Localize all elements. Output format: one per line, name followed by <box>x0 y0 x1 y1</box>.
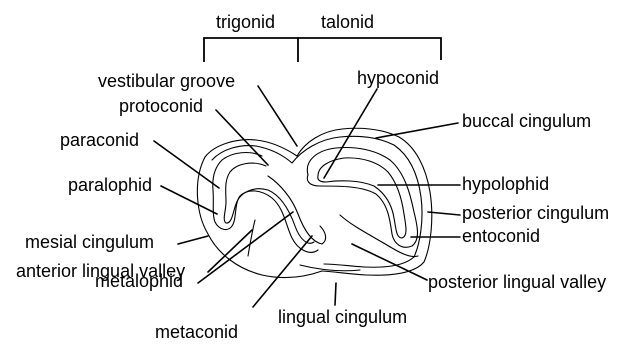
paralophid-inner <box>224 163 314 243</box>
hypolophid-inner <box>318 158 406 238</box>
mesial-cingulum-leader <box>178 236 208 244</box>
metalophid-leader <box>198 212 293 283</box>
trigonid-label: trigonid <box>216 12 275 32</box>
metaconid-leader <box>253 236 312 307</box>
anterior-valley-line <box>248 220 255 256</box>
protoconid-label: protoconid <box>119 96 203 116</box>
paralophid-label: paralophid <box>68 175 152 195</box>
tooth-outline <box>197 128 431 277</box>
paralophid-outer <box>213 153 318 253</box>
paraconid-label: paraconid <box>60 130 139 150</box>
posterior-cingulum-label: posterior cingulum <box>462 203 609 223</box>
talonid-bracket <box>298 38 441 60</box>
talonid-label: talonid <box>321 12 374 32</box>
hypoconid-label: hypoconid <box>357 68 439 88</box>
posterior-lingual-valley-line <box>340 215 418 257</box>
vestibular-groove-label: vestibular groove <box>98 71 235 91</box>
protoconid-leader <box>216 110 268 165</box>
mesial-cingulum-label: mesial cingulum <box>25 232 154 252</box>
posterior-lingual-valley-label: posterior lingual valley <box>428 272 606 292</box>
buccal-cingulum-label: buccal cingulum <box>462 111 591 131</box>
hypoconid-leader <box>324 89 377 178</box>
metaconid-label: metaconid <box>155 322 238 342</box>
entoconid-label: entoconid <box>462 226 540 246</box>
lingual-cingulum-label: lingual cingulum <box>278 307 407 327</box>
buccal-cingulum-leader <box>376 123 458 138</box>
vestibular-groove-leader <box>258 86 297 146</box>
paralophid-leader <box>161 186 217 214</box>
anterior-lingual-valley-leader <box>208 230 252 272</box>
metalophid-label: metalophid <box>95 271 183 291</box>
hypolophid-label: hypolophid <box>462 174 549 194</box>
posterior-cingulum-leader <box>428 212 460 215</box>
paraconid-leader <box>154 141 219 188</box>
trigonid-bracket <box>204 38 298 62</box>
lingual-cingulum-leader <box>335 283 336 305</box>
